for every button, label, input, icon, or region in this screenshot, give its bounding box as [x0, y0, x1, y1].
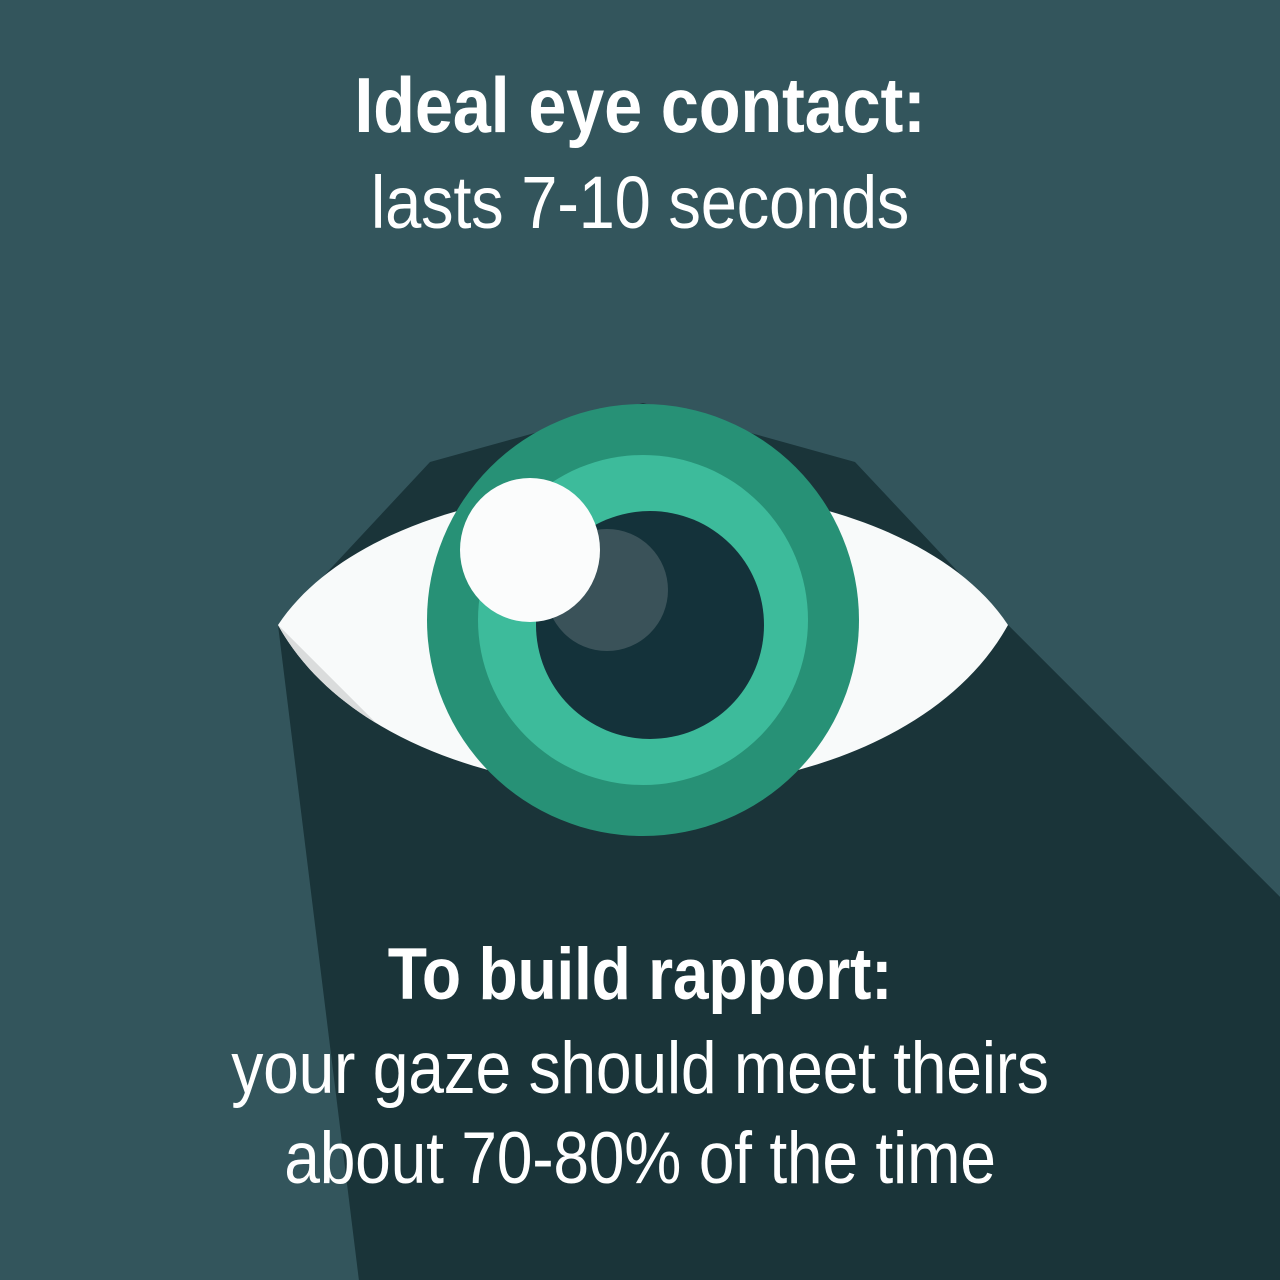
bottom-heading: To build rapport:	[387, 934, 893, 1015]
top-heading: Ideal eye contact:	[354, 61, 926, 149]
top-subheading: lasts 7-10 seconds	[370, 161, 910, 244]
bottom-subheading-line-1: your gaze should meet theirs	[231, 1028, 1049, 1109]
bottom-subheading-line-2: about 70-80% of the time	[284, 1118, 996, 1199]
